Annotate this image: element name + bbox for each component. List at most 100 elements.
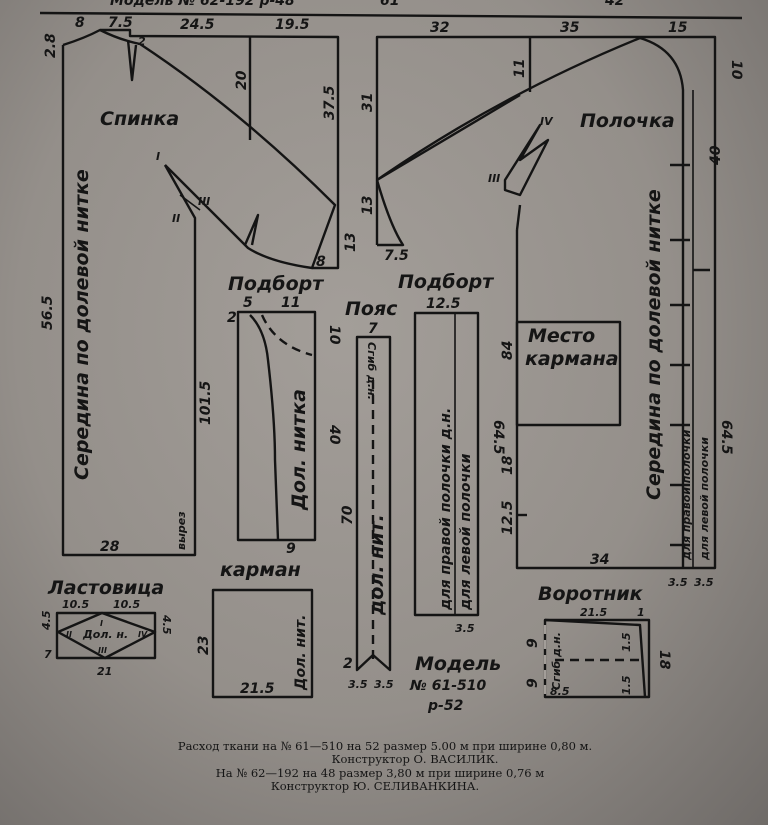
mark: II [66, 630, 72, 639]
facing-2-left: для левой полочки [458, 453, 474, 611]
pocket-title: карман [220, 559, 301, 581]
dim: 7.5 [108, 15, 133, 31]
model-line1: Модель [415, 653, 501, 675]
dim: 12.5 [500, 500, 516, 535]
dim: 24.5 [180, 17, 215, 33]
facing-1-grain: Дол. нитка [288, 389, 310, 511]
dim: 7 [44, 648, 52, 661]
dim: 21 [97, 665, 112, 678]
mark: III [98, 646, 107, 655]
dim: 11 [281, 295, 300, 311]
dim: 32 [430, 20, 449, 36]
dim: 70 [340, 505, 356, 525]
mark: III [198, 195, 210, 208]
facing-1-title: Подборт [228, 273, 324, 295]
dim: 18 [656, 650, 672, 670]
dim: 9 [286, 541, 296, 557]
model-line3: р-52 [427, 698, 463, 714]
dim: 19.5 [275, 17, 310, 33]
back-piece: Спинка Середина по долевой нитке 2.8 8 7… [40, 15, 359, 557]
dim: 40 [708, 145, 724, 166]
dim: 3.5 [694, 576, 714, 589]
dim: 2 [343, 656, 353, 672]
dim: 10.5 [62, 598, 89, 611]
dim: 64.5 [490, 420, 506, 455]
caption-line1: Расход ткани на № 61—510 на 52 размер 5.… [178, 739, 592, 753]
dim: 1 [637, 606, 645, 619]
dim: 101.5 [198, 380, 214, 425]
dim: 1.5 [620, 632, 633, 652]
dim: 8 [75, 15, 85, 31]
dim: 21.5 [240, 681, 275, 697]
gusset-title: Ластовица [47, 577, 164, 599]
header-left-num: 61 [380, 0, 399, 9]
dim: 8 [316, 254, 326, 270]
dim: 8.5 [550, 685, 570, 698]
strip-right-label: для правой полочки [680, 429, 693, 561]
belt-fold: Сгиб д.н. [365, 342, 378, 400]
belt-piece: Пояс 7 Сгиб д.н. дол. нит. 70 2 3.5 3.5 [340, 298, 398, 691]
front-title: Полочка [580, 110, 675, 132]
facing-2-piece: Подборт 12.5 для правой полочки д.н. для… [398, 271, 506, 635]
collar-title: Воротник [538, 583, 644, 605]
dim: 2 [227, 310, 237, 326]
dim: 21.5 [580, 606, 607, 619]
pocket-piece: карман Дол. нит. 23 21.5 [196, 559, 314, 699]
dim: 13 [360, 196, 376, 215]
dim: 1.5 [620, 675, 633, 695]
dim: 3.5 [374, 678, 394, 691]
facing-2-right: для правой полочки д.н. [438, 408, 454, 611]
facing-2-title: Подборт [398, 271, 494, 293]
model-line2: № 61-510 [409, 678, 486, 694]
dim: 4.5 [160, 614, 173, 635]
front-grain: Середина по долевой нитке [643, 189, 665, 500]
header-right-num: 42 [604, 0, 624, 9]
mark: IV [540, 115, 554, 128]
dim: 35 [560, 20, 580, 36]
dim: 12.5 [426, 296, 461, 312]
strip-left-label: для левой полочки [698, 437, 711, 561]
dim: 5 [243, 295, 253, 311]
dim: 9 [525, 638, 541, 648]
dim: 84 [500, 341, 516, 360]
dim: 56.5 [40, 295, 56, 330]
dim: 10 [326, 325, 342, 345]
dim: 15 [668, 20, 688, 36]
front-piece: Полочка Середина по долевой нитке для пр… [360, 20, 744, 589]
mark: I [100, 619, 103, 628]
dim: 3.5 [668, 576, 688, 589]
belt-title: Пояс [345, 298, 398, 320]
pocket-place-line2: кармана [525, 348, 619, 370]
facing-1-piece: Подборт Дол. нитка 2 5 11 10 40 9 [227, 273, 342, 557]
dim: 3.5 [455, 622, 475, 635]
collar-fold: Сгиб д.н. [550, 632, 563, 690]
dim: 23 [196, 636, 212, 655]
caption-line2: Конструктор О. ВАСИЛИК. [332, 752, 499, 766]
dim: 37.5 [322, 85, 338, 120]
dim: 2.8 [43, 33, 59, 58]
dim: 13 [343, 233, 359, 252]
dim: 9 [525, 678, 541, 688]
dim: вырез [175, 511, 188, 550]
dim: 20 [234, 70, 250, 90]
dim: 18 [500, 455, 516, 475]
dim: 7 [368, 321, 378, 337]
back-title: Спинка [100, 108, 179, 130]
mark: II [172, 212, 180, 225]
dim: 31 [360, 93, 376, 112]
belt-grain: дол. нит. [366, 514, 388, 616]
dim: 7.5 [384, 248, 409, 264]
dim: 4.5 [40, 610, 53, 631]
collar-piece: Воротник 21.5 1 Сгиб д.н. 9 9 1.5 1.5 18… [525, 583, 672, 699]
caption-line3: На № 62—192 на 48 размер 3,80 м при шири… [216, 766, 545, 780]
dim: 34 [590, 552, 609, 568]
dim: 3.5 [348, 678, 368, 691]
mark: III [488, 172, 500, 185]
dim: 2 [138, 35, 146, 48]
header-rule [39, 11, 743, 20]
dim: 11 [512, 59, 528, 78]
header-text: Модель № 62-192 р-48 [110, 0, 295, 9]
pocket-place-line1: Место [528, 325, 595, 347]
